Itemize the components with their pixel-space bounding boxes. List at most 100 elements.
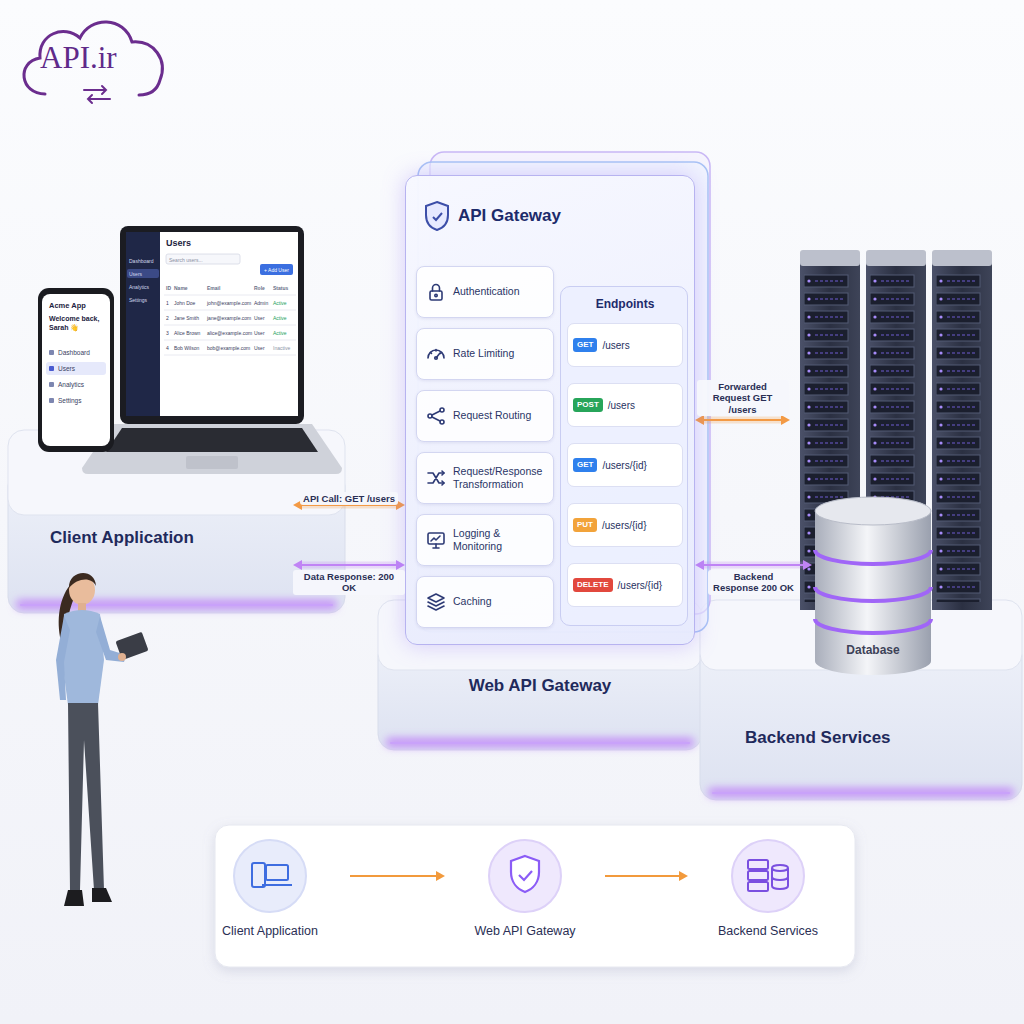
logo [84, 86, 110, 103]
shield-icon [422, 200, 452, 232]
table-header: Name [174, 285, 206, 291]
woman-figure [92, 888, 112, 902]
feature-icon [428, 602, 444, 610]
table-cell: Alice Brown [174, 330, 206, 336]
flow-icon [266, 865, 288, 880]
endpoint-path: /users/{id} [602, 520, 646, 531]
connector-line [605, 875, 680, 877]
table-cell: User [254, 330, 272, 336]
laptop [82, 424, 342, 474]
woman-figure [62, 610, 104, 705]
phone [38, 288, 114, 452]
laptop [126, 232, 298, 416]
table-cell: 3 [166, 330, 174, 336]
flow-card [215, 825, 855, 967]
feature-icon [432, 411, 440, 421]
feature-icon [435, 357, 438, 360]
flow-step: Backend Services [688, 838, 848, 956]
table-cell: Active [273, 300, 295, 306]
woman-figure [56, 573, 149, 906]
endpoint-row: GET/users/{id} [567, 443, 683, 487]
arrowhead [293, 560, 302, 570]
connector-line [301, 564, 397, 566]
table-header: Email [207, 285, 253, 291]
app-title: Acme App [49, 301, 107, 310]
feature-icon [425, 343, 447, 365]
method-badge: DELETE [573, 578, 613, 592]
woman-figure [64, 890, 84, 906]
laptop [120, 226, 304, 424]
table-cell: 1 [166, 300, 174, 306]
laptop [164, 295, 296, 355]
table-cell: Inactive [273, 345, 295, 351]
phone [49, 382, 54, 387]
arrowhead [679, 871, 688, 881]
method-badge: GET [573, 458, 597, 472]
endpoint-path: /users/{id} [602, 460, 646, 471]
arrowhead [436, 871, 445, 881]
flow-icon [487, 838, 563, 914]
zone-label: Client Application [50, 528, 194, 548]
flow-icon [772, 868, 788, 889]
table-header: Status [273, 285, 295, 291]
woman-figure [68, 703, 104, 890]
shield-icon [426, 202, 448, 230]
feature-icon [442, 471, 444, 485]
feature-icon [425, 281, 447, 303]
server-racks [936, 272, 988, 602]
feature-label: Request Routing [453, 409, 531, 422]
flow-card [215, 825, 855, 967]
edge-label: Data Response: 200 OK [293, 570, 405, 595]
server-racks [866, 250, 926, 266]
table-cell: Bob Wilson [174, 345, 206, 351]
flow-icon [519, 871, 532, 880]
table-cell: bob@example.com [207, 345, 253, 351]
table-cell: Active [273, 330, 295, 336]
laptop [260, 264, 293, 275]
feature-icon [425, 591, 447, 613]
feature-box: Caching [416, 576, 554, 628]
database-shape [815, 587, 931, 601]
connector [695, 415, 790, 425]
database-cylinder: Database [812, 495, 934, 680]
gateway-platform: Web API Gateway [380, 600, 700, 750]
flow-icon [252, 863, 292, 887]
flow-label: Client Application [190, 924, 350, 938]
button-text: + Add User [260, 267, 293, 273]
table-cell: Active [273, 315, 295, 321]
connector-glow [703, 562, 804, 569]
panel-title: API Gateway [458, 206, 561, 226]
flow-icon [730, 838, 806, 914]
feature-box: Rate Limiting [416, 328, 554, 380]
flow-icon [232, 838, 308, 914]
arrowhead [396, 560, 405, 570]
feature-box: Request Routing [416, 390, 554, 442]
feature-icon [435, 294, 437, 296]
gateway-panel: API GatewayAuthenticationRate LimitingRe… [405, 175, 695, 645]
flow-step: Client Application [190, 838, 350, 956]
table-cell: jane@example.com [207, 315, 253, 321]
connector [293, 560, 405, 570]
flow-icon [252, 863, 265, 887]
flow-icon [748, 882, 768, 891]
connector [695, 560, 812, 570]
logo [24, 22, 162, 95]
feature-box: Logging & Monitoring [416, 514, 554, 566]
shield-icon [433, 213, 442, 220]
connector-glow [301, 562, 397, 569]
backend-zone: Backend ServicesDatabase [790, 250, 1022, 800]
flow-icon [748, 860, 768, 869]
flow-icon [732, 840, 804, 912]
page-heading: Users [166, 238, 191, 248]
platform-label: Web API Gateway [380, 676, 700, 696]
feature-icon [430, 291, 442, 300]
endpoint-list: EndpointsGET/usersPOST/usersGET/users/{i… [560, 286, 688, 626]
endpoint-row: POST/users [567, 383, 683, 427]
phone [49, 366, 54, 371]
endpoint-row: PUT/users/{id} [567, 503, 683, 547]
client-zone: Client Application [8, 230, 293, 615]
flow-icon [748, 871, 768, 880]
table-cell: John Doe [174, 300, 206, 306]
table-cell: 4 [166, 345, 174, 351]
endpoint-row: DELETE/users/{id} [567, 563, 683, 607]
